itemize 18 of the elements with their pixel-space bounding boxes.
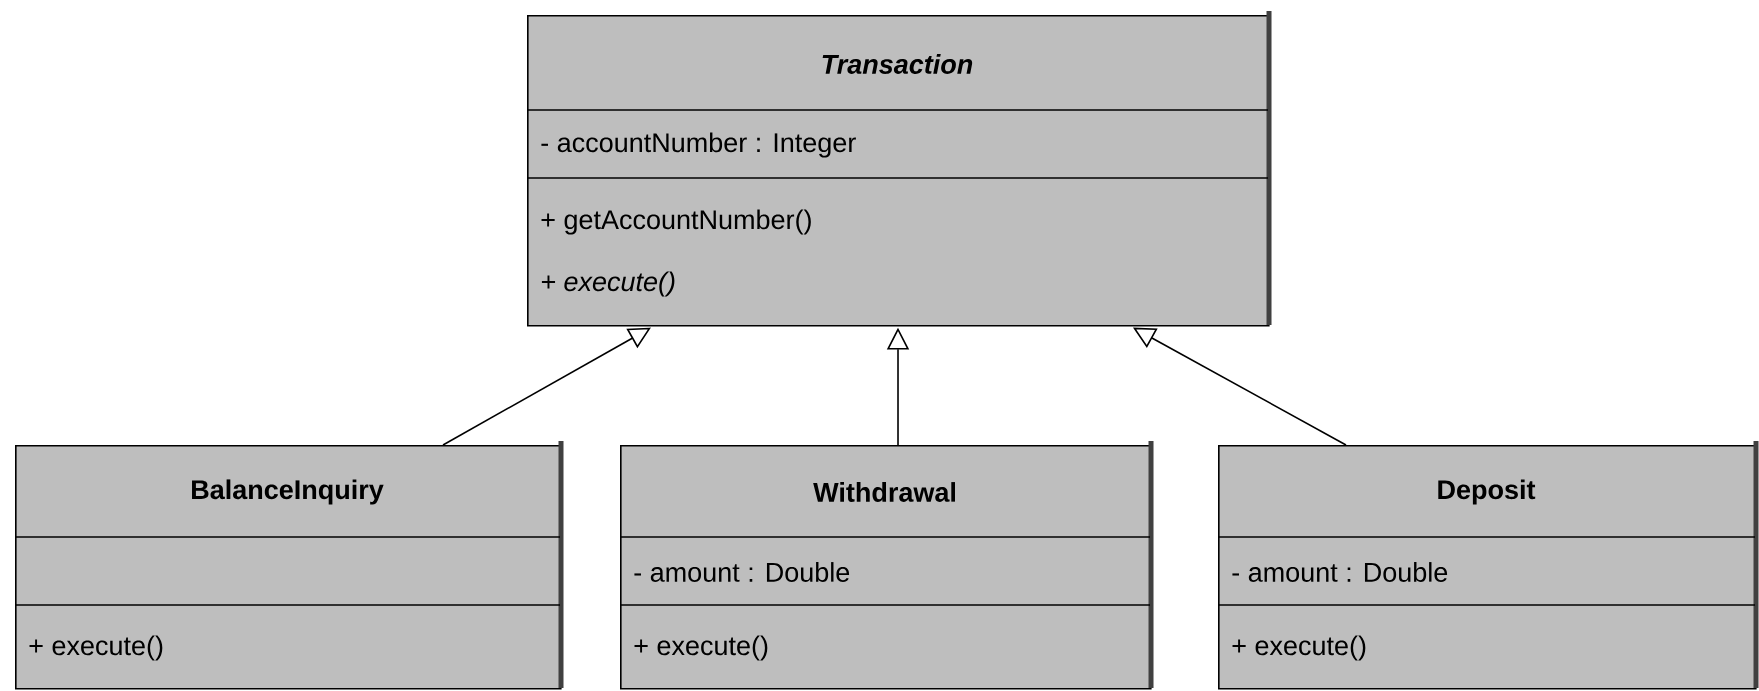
class-name: Deposit — [1438, 479, 1536, 505]
class-member: + execute() — [29, 635, 163, 661]
class-name: Withdrawal — [813, 482, 955, 502]
class-box — [619, 441, 1154, 690]
class-name: Transaction — [822, 54, 973, 74]
class-member: + getAccountNumber() — [541, 209, 811, 235]
class-member: + execute() — [1232, 635, 1366, 661]
class-member: - amount : Double — [1232, 562, 1448, 582]
class-member: - amount : Double — [634, 562, 850, 582]
class-name: BalanceInquiry — [192, 479, 384, 505]
class-box — [14, 441, 564, 690]
class-box — [526, 11, 1272, 327]
generalization-arrow — [442, 327, 651, 446]
class-member: - accountNumber : Integer — [541, 132, 856, 158]
class-member: + execute() — [541, 271, 675, 297]
class-box — [1217, 441, 1759, 690]
class-member: + execute() — [634, 635, 768, 661]
generalization-arrow — [1133, 327, 1347, 446]
